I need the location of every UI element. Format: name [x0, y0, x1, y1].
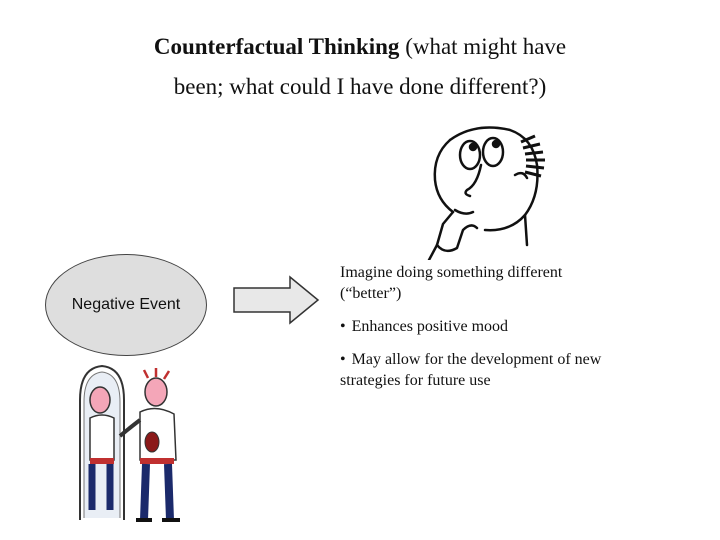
bullet-item-strategies: • May allow for the development of new [340, 349, 601, 370]
bullet1-text: Enhances positive mood [352, 318, 508, 335]
negative-event-ellipse: Negative Event [45, 254, 207, 356]
bullet-item-mood: • Enhances positive mood [340, 316, 508, 337]
title-rest: (what might have [399, 34, 566, 59]
slide-title: Counterfactual Thinking (what might have [0, 34, 720, 60]
bullet-icon: • [340, 351, 346, 368]
slide-title-line2: been; what could I have done different?) [0, 74, 720, 100]
bullet2-text-line2: strategies for future use [340, 370, 491, 391]
right-arrow-icon [232, 275, 322, 325]
bullet-icon: • [340, 318, 346, 335]
pensive-man-icon [415, 120, 555, 260]
bullet2-text-line1: May allow for the development of new [352, 351, 602, 368]
imagine-line1: Imagine doing something different [340, 262, 562, 283]
negative-event-label: Negative Event [72, 296, 181, 314]
man-in-mirror-icon [72, 360, 202, 525]
imagine-line2: (“better”) [340, 283, 401, 304]
title-bold: Counterfactual Thinking [154, 34, 400, 59]
